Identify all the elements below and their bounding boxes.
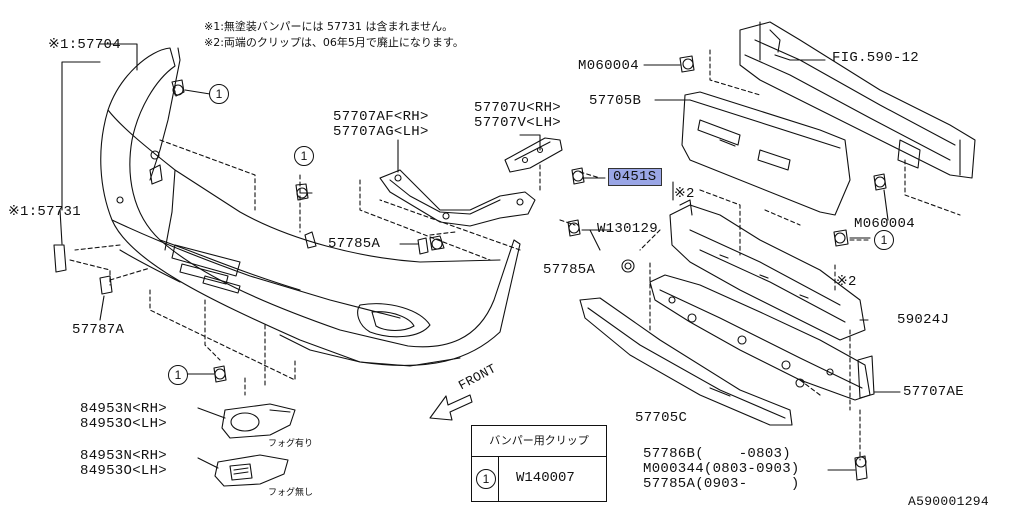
label-57707u: 57707U<RH> [474,100,562,116]
label-57705c: 57705C [635,410,688,426]
front-arrow-graphic [429,394,473,421]
label-57704: ※1:57704 [48,37,121,53]
clip-marker-circle: 1 [209,84,229,104]
label-59024j: 59024J [897,312,950,328]
note-line-2: ※2:両端のクリップは、06年5月で廃止になります。 [204,36,464,49]
label-57785a-mid: 57785A [543,262,596,278]
label-57707ag: 57707AG<LH> [333,124,429,140]
label-84953n-1: 84953N<RH> [80,401,168,417]
under-cover [669,199,866,341]
label-57785a-left: 57785A [328,236,381,252]
diagram-id: A590001294 [908,494,990,509]
label-57785a-bottom: 57785A(0903- ) [643,476,800,492]
label-fog-no: フォグ無し [268,488,314,498]
legend-marker-circle: 1 [476,469,496,489]
label-57787a: 57787A [72,322,125,338]
label-star2-top: ※2 [674,186,695,202]
energy-absorber [681,91,851,216]
clip-marker-circle: 1 [294,146,314,166]
note-line-1: ※1:無塗装バンパーには 57731 は含まれません。 [204,20,454,33]
bumper-cover-drawing [100,47,521,367]
label-57705b: 57705B [589,93,642,109]
label-57707v: 57707V<LH> [474,115,562,131]
leader-lines [59,43,901,471]
lower-beam [649,274,875,401]
legend-title: バンパー用クリップ [472,426,606,457]
label-fog-yes: フォグ有り [268,439,314,449]
clip-legend-table: バンパー用クリップ 1 W140007 [471,425,607,502]
label-84953o-2: 84953O<LH> [80,463,168,479]
label-57731: ※1:57731 [8,204,81,220]
label-m000344: M000344(0803-0903) [643,461,800,477]
fog-cover-with-fog [221,403,296,439]
lower-lip [579,297,793,426]
label-star2-right: ※2 [836,274,857,290]
label-57786b: 57786B( -0803) [643,446,791,462]
side-bracket-lh [379,169,536,251]
label-84953o-1: 84953O<LH> [80,416,168,432]
label-fig-590-12: FIG.590-12 [832,50,920,66]
legend-marker-cell: 1 [472,457,499,501]
label-m060004-top: M060004 [578,58,639,74]
label-m060004-right: M060004 [854,216,915,232]
fog-cover-no-fog [214,454,289,487]
label-84953n-2: 84953N<RH> [80,448,168,464]
clip-icons [53,79,317,383]
label-0451s-highlighted[interactable]: 0451S [608,168,662,186]
label-57707ae: 57707AE [903,384,964,400]
clip-marker-circle: 1 [874,230,894,250]
label-w130129: W130129 [597,221,658,237]
legend-value: W140007 [516,470,575,486]
clip-marker-circle: 1 [168,365,188,385]
label-57707af: 57707AF<RH> [333,109,429,125]
bolt-icons [417,55,887,481]
reinforcement-beam [739,21,976,179]
side-bracket-rh [504,137,563,173]
